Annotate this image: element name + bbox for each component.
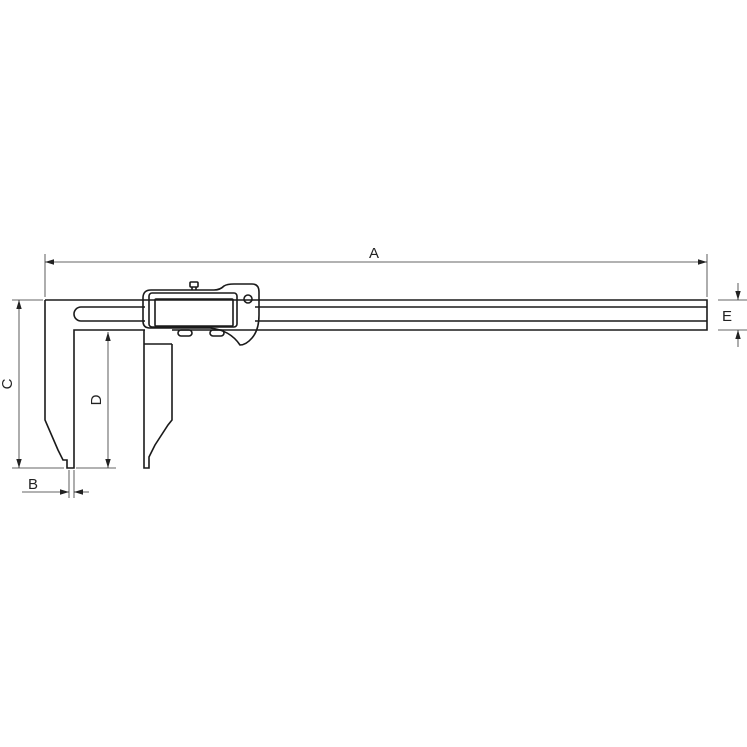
dimension-e: E: [718, 283, 747, 347]
main-beam: [45, 299, 708, 331]
label-e: E: [722, 308, 732, 325]
label-b: B: [28, 476, 38, 493]
sliding-jaw: [143, 330, 173, 469]
label-d: D: [88, 394, 105, 405]
button-right: [209, 329, 225, 337]
lcd-screen: [154, 298, 234, 327]
button-left: [177, 329, 193, 337]
dimension-b: B: [22, 470, 89, 498]
digital-display-unit: [142, 281, 260, 346]
dimension-c: C: [0, 299, 64, 469]
label-a: A: [369, 245, 379, 262]
hole-icon: [243, 294, 253, 304]
dimension-a: A: [44, 245, 708, 297]
label-c: C: [0, 378, 16, 389]
dimension-d: D: [76, 332, 116, 469]
lock-screw-icon: [189, 281, 199, 288]
fixed-jaw: [44, 300, 145, 469]
